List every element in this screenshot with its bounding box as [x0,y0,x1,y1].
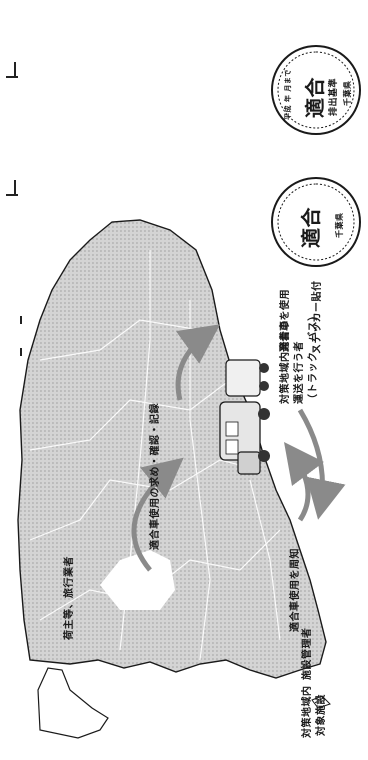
bay-cutout [100,550,175,610]
label-facility-3: 施設管理者 [302,627,313,681]
scan-mark [14,180,16,194]
sticker-1-top: 平成 年 月まで [284,69,292,120]
scan-mark [20,348,22,356]
truck-bus-illustration [219,359,270,475]
islet [311,695,331,709]
scan-mark [14,62,16,76]
arrow-to-vehicle [284,441,324,522]
sticker-2-bottom: 千葉県 [335,212,344,239]
label-demand: 適合車使用の求め・確認・記録 [150,403,161,550]
sticker-1-main: 適合 [303,77,327,118]
sticker-2-main: 適合 [299,207,323,248]
sticker-1: 平成 年 月まで 適合 排出基準 千葉県 [270,44,362,136]
label-transport-2: 運送を行う者 [294,341,305,404]
sticker-2-seal [271,177,361,267]
coast-island [37,667,109,739]
label-sticker: ステッカー貼付 [312,280,323,355]
label-demand-facility: 適合車使用を周知 [290,548,301,632]
label-use-compliant: 適合車を使用 [280,289,291,352]
arrow-demand [131,457,184,572]
arrow-facility [297,408,346,520]
label-facility-2: 対象施設 [316,694,327,736]
sticker-1-sub: 排出基準 [329,77,339,116]
sticker-2: 適合 千葉県 [270,176,362,268]
sticker-1-seal [271,45,361,135]
scan-mark [6,76,18,78]
label-owner: 荷主等、旅行業者 [64,556,75,640]
arrow-loop [175,324,221,401]
scan-mark [6,194,18,196]
sticker-1-bottom: 千葉県 [343,80,352,107]
label-facility-1: 対策地域内 [302,685,313,739]
scan-mark [20,316,22,324]
